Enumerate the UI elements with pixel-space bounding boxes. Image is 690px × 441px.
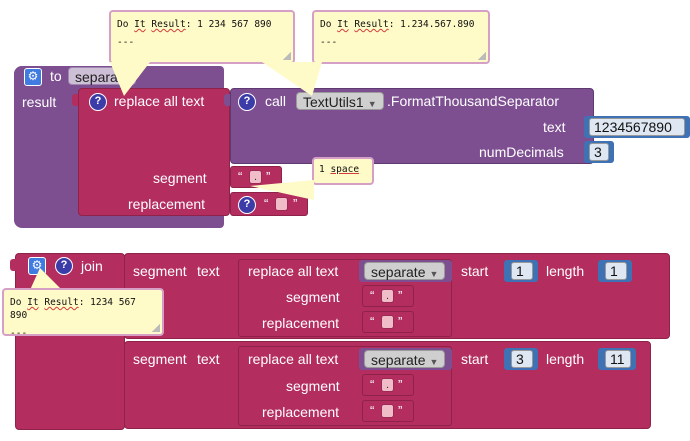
quote-close: ”: [266, 169, 271, 184]
component-dropdown[interactable]: TextUtils1▼: [296, 92, 384, 110]
replacement-label: replacement: [262, 404, 340, 420]
length-value-field[interactable]: 1: [605, 262, 627, 280]
quote-open: “: [370, 403, 375, 418]
bubble-text: It: [27, 297, 39, 308]
procedure-call-name: separate: [371, 264, 426, 280]
text-label: text: [197, 263, 220, 279]
length-value-field[interactable]: 11: [605, 350, 631, 368]
dropdown-arrow-icon: ▼: [367, 99, 377, 109]
replacement-label: replacement: [262, 315, 340, 331]
socket-notch: [72, 94, 78, 106]
call-method-block[interactable]: [230, 88, 594, 164]
procedure-call-name: separate: [371, 352, 426, 368]
call-label: call: [265, 93, 287, 109]
do-it-result-bubble: Do It Result: 1.234.567.890 ---: [312, 10, 490, 64]
question-icon[interactable]: ?: [89, 93, 107, 111]
bubble-line2: ---: [320, 37, 338, 48]
quote-close: ”: [398, 403, 403, 418]
bubble-text: It: [134, 19, 146, 30]
quote-close: ”: [398, 288, 403, 303]
socket-notch: [10, 259, 16, 271]
resize-handle-icon[interactable]: [283, 52, 291, 60]
start-value-field[interactable]: 3: [511, 350, 533, 368]
bubble-text: Do: [10, 297, 28, 308]
question-icon[interactable]: ?: [238, 93, 256, 111]
bubble-value: : 1.234.567.890: [388, 19, 475, 30]
length-label: length: [546, 263, 585, 279]
procedure-dropdown[interactable]: separate▼: [364, 262, 446, 280]
segment-label: segment: [133, 351, 187, 367]
replace-all-label: replace all text: [248, 263, 339, 279]
component-name: TextUtils1: [303, 94, 364, 110]
quote-close: ”: [398, 314, 403, 329]
replacement-value-field[interactable]: [381, 404, 394, 418]
socket-notch: [224, 94, 230, 106]
text-arg-label: text: [543, 119, 566, 135]
bubble-pointer: [30, 268, 62, 290]
quote-open: “: [370, 377, 375, 392]
numdecimals-label: numDecimals: [479, 144, 564, 160]
quote-open: “: [264, 196, 269, 211]
numdecimals-value-field[interactable]: 3: [589, 143, 609, 161]
replace-all-label: replace all text: [114, 93, 205, 109]
procedure-dropdown[interactable]: separate▼: [364, 350, 446, 368]
replace-all-text-block[interactable]: [78, 88, 230, 216]
bubble-text: It: [337, 19, 349, 30]
segment-sub-label: segment: [286, 378, 340, 394]
do-it-result-bubble: Do It Result: 1234 567 890 ---: [2, 288, 164, 339]
bubble-value: : 1234 567 890: [10, 297, 136, 321]
start-label: start: [461, 263, 489, 279]
resize-handle-icon[interactable]: [478, 52, 486, 60]
bubble-text: 1: [319, 164, 331, 175]
do-it-result-bubble: Do It Result: 1 234 567 890 ---: [109, 10, 295, 64]
result-label: result: [22, 94, 57, 110]
quote-open: “: [370, 314, 375, 329]
to-label: to: [50, 68, 62, 84]
segment-label: segment: [133, 263, 187, 279]
gear-icon[interactable]: ⚙: [24, 68, 42, 86]
quote-open: “: [238, 169, 243, 184]
start-label: start: [461, 351, 489, 367]
segment-label: segment: [153, 170, 207, 186]
text-value-field[interactable]: 1234567890: [589, 118, 685, 136]
bubble-text: Result: [44, 297, 79, 308]
segment-value-field[interactable]: .: [381, 378, 394, 392]
bubble-value: : 1 234 567 890: [185, 19, 272, 30]
resize-handle-icon[interactable]: [152, 324, 160, 332]
bubble-pointer: [110, 62, 150, 96]
start-value-field[interactable]: 1: [511, 262, 533, 280]
quote-close: ”: [398, 377, 403, 392]
join-label: join: [81, 258, 103, 274]
bubble-line2: ---: [117, 37, 135, 48]
bubble-pointer: [250, 180, 314, 200]
bubble-text: Result: [151, 19, 186, 30]
bubble-text: Do: [320, 19, 338, 30]
bubble-text: space: [330, 164, 360, 175]
segment-value-field[interactable]: .: [381, 289, 394, 303]
replacement-value-field[interactable]: [381, 315, 394, 329]
replacement-label: replacement: [128, 196, 206, 212]
bubble-pointer: [262, 62, 322, 96]
quote-close: ”: [293, 196, 298, 211]
segment-sub-label: segment: [286, 289, 340, 305]
dropdown-arrow-icon: ▼: [429, 357, 439, 367]
dropdown-arrow-icon: ▼: [429, 269, 439, 279]
question-icon[interactable]: ?: [238, 196, 256, 214]
quote-open: “: [370, 288, 375, 303]
method-name: .FormatThousandSeparator: [387, 93, 559, 109]
bubble-text: Result: [354, 19, 389, 30]
bubble-line2: ---: [10, 328, 28, 339]
space-bubble: 1 space: [312, 157, 374, 185]
replace-all-label: replace all text: [248, 351, 339, 367]
bubble-text: Do: [117, 19, 135, 30]
text-label: text: [197, 351, 220, 367]
length-label: length: [546, 351, 585, 367]
